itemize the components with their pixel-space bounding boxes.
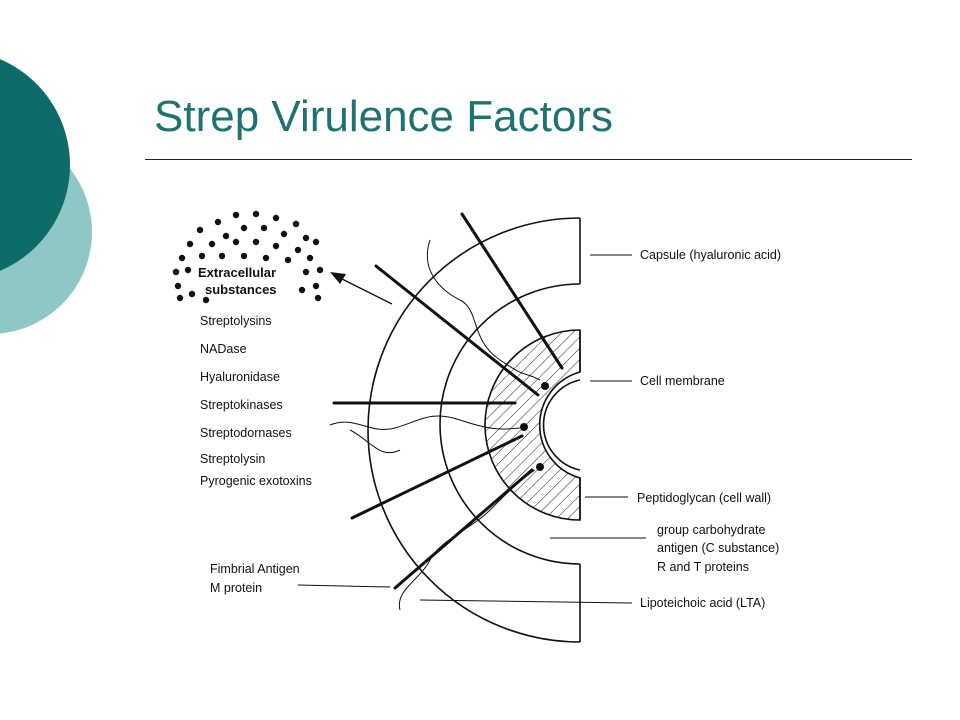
label-capsule: Capsule (hyaluronic acid) xyxy=(640,248,781,262)
capsule-inner-arc xyxy=(439,283,581,565)
cell-membrane-arc xyxy=(542,379,581,471)
label-group-carb-1: group carbohydrate xyxy=(657,523,765,537)
list-item: NADase xyxy=(200,342,247,356)
list-item: Streptokinases xyxy=(200,398,283,412)
extracellular-dots xyxy=(172,210,324,304)
arrow-to-extracellular xyxy=(330,272,393,305)
slide-title: Strep Virulence Factors xyxy=(154,92,613,141)
title-divider xyxy=(145,159,912,160)
extracellular-title-line2: substances xyxy=(205,282,277,297)
label-group-carb-2: antigen (C substance) xyxy=(657,541,779,555)
peptidoglycan-band xyxy=(484,329,581,521)
list-item: Streptolysins xyxy=(200,314,272,328)
membrane-dots xyxy=(520,382,549,471)
extracellular-list: Streptolysins NADase Hyaluronidase Strep… xyxy=(200,314,312,488)
pointer-lines xyxy=(332,212,564,590)
extracellular-title-line1: Extracellular xyxy=(198,265,276,280)
list-item: Streptodornases xyxy=(200,426,292,440)
list-item: Streptolysin xyxy=(200,452,265,466)
cell-structure xyxy=(367,217,581,643)
leader-lines xyxy=(297,254,646,604)
label-peptidoglycan: Peptidoglycan (cell wall) xyxy=(637,491,771,505)
label-m-protein: M protein xyxy=(210,581,262,595)
list-item: Pyrogenic exotoxins xyxy=(200,474,312,488)
label-lta: Lipoteichoic acid (LTA) xyxy=(640,596,765,610)
list-item: Hyaluronidase xyxy=(200,370,280,384)
label-cell-membrane: Cell membrane xyxy=(640,374,725,388)
capsule-outer-arc xyxy=(367,217,581,643)
decor-circle-dark xyxy=(0,59,70,271)
label-group-carb-3: R and T proteins xyxy=(657,560,749,574)
label-fimbrial-antigen: Fimbrial Antigen xyxy=(210,562,300,576)
